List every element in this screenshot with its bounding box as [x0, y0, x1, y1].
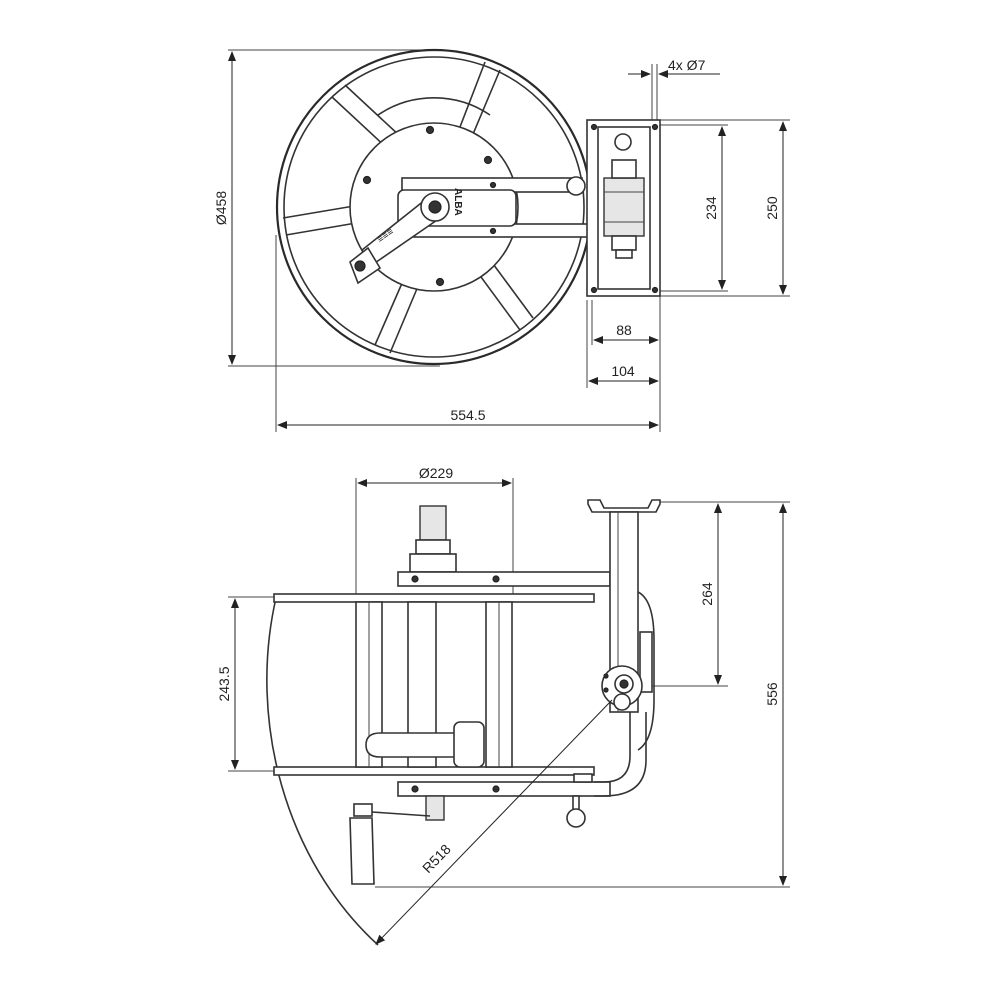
- dim-swing-radius: R518: [419, 841, 454, 876]
- hub-bolt: [425, 125, 435, 135]
- hub-bolt: [483, 155, 493, 165]
- dim-pivot-height: 264: [699, 582, 715, 606]
- support-tube-outer: [594, 712, 631, 783]
- arm-bolt: [411, 575, 419, 583]
- dim-overall-height: 556: [764, 682, 780, 706]
- dim-bracket-outer-width: 104: [611, 363, 635, 379]
- swivel-fitting: [615, 249, 633, 259]
- mounting-hole: [651, 123, 659, 131]
- reel-inner-rim: [283, 56, 585, 358]
- crank-handle: ≡≡≡: [349, 192, 450, 285]
- axle-cap: [419, 505, 447, 541]
- dim-bracket-inner-height: 234: [703, 196, 719, 220]
- hub-bolt: [435, 277, 445, 287]
- swivel-nut: [611, 235, 637, 251]
- axle-nut: [409, 553, 457, 573]
- crank-rod: [371, 811, 431, 817]
- arm-bolt: [492, 785, 500, 793]
- arm-bolt: [492, 575, 500, 583]
- mounting-hole: [590, 286, 598, 294]
- arm-bolt: [489, 181, 497, 189]
- arm-bolt: [411, 785, 419, 793]
- dim-overall-width: 554.5: [450, 407, 485, 423]
- lock-pin-knob: [566, 808, 586, 828]
- dim-top-diameter: Ø458: [213, 191, 229, 225]
- inner-grip-end: [453, 721, 485, 768]
- upper-side-arm: [397, 571, 611, 587]
- bracket-knob: [614, 133, 632, 151]
- lower-side-arm: [397, 781, 611, 797]
- upper-flange: [273, 593, 595, 603]
- support-tube-inner: [594, 712, 647, 797]
- hub-bolt: [362, 175, 372, 185]
- post-rail: [639, 631, 653, 693]
- side-view: Ø229 243.5 264 556 R518: [216, 465, 790, 946]
- arm-clip: [573, 773, 593, 783]
- crank-hub: [425, 795, 445, 821]
- swivel-top: [611, 159, 637, 179]
- dim-hole-spec: 4x Ø7: [668, 57, 706, 73]
- brand-label: ALBA: [452, 188, 463, 216]
- front-view: ≡≡≡ ALBA Ø458 554.5 104 88 234: [213, 48, 790, 432]
- hub-shadow-arc: [377, 97, 491, 116]
- pivot-bolt: [603, 673, 609, 679]
- pivot-bolt: [603, 687, 609, 693]
- crank-pin: [353, 803, 373, 817]
- pivot-knob: [613, 693, 631, 711]
- dim-bracket-outer-height: 250: [764, 196, 780, 220]
- mounting-hole: [651, 286, 659, 294]
- swing-arc: [266, 597, 379, 946]
- dim-bracket-inner-width: 88: [616, 322, 632, 338]
- mount-plate: [587, 499, 661, 513]
- dim-drum-width: 243.5: [216, 666, 232, 701]
- dim-line-swing-radius: [375, 699, 613, 945]
- swivel-body: [603, 177, 645, 237]
- mounting-hole: [590, 123, 598, 131]
- crank-grip: [349, 817, 375, 885]
- arm-bolt: [489, 227, 497, 235]
- inner-grip: [365, 732, 477, 758]
- dim-drum-diameter: Ø229: [419, 465, 453, 481]
- pivot-center: [619, 679, 629, 689]
- axle-collar: [415, 539, 451, 555]
- bracket-inner: [597, 126, 651, 290]
- lock-knob: [566, 176, 586, 196]
